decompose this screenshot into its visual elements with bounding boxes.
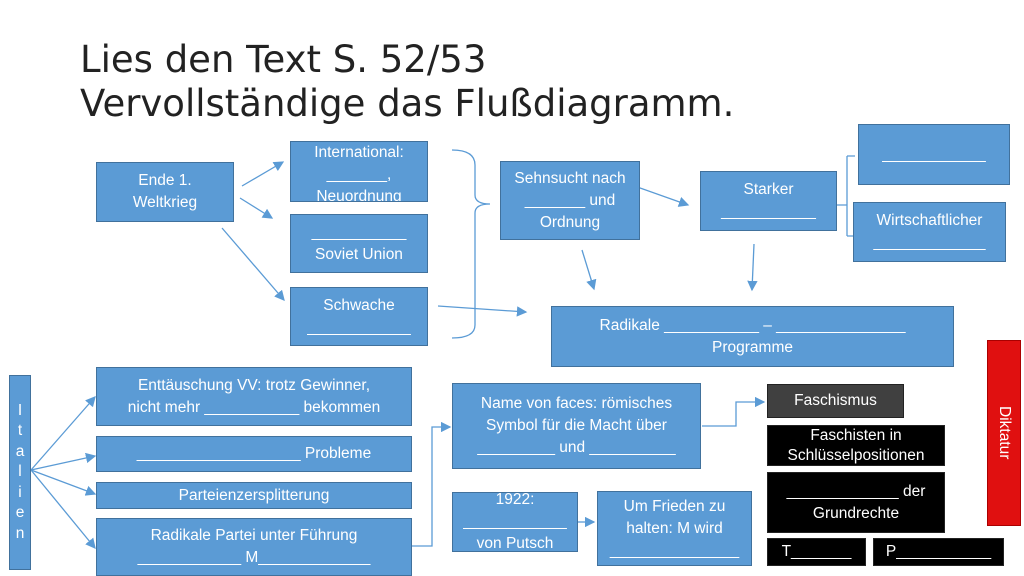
box-schwache: Schwache ____________: [290, 287, 428, 346]
italien-letter: I: [17, 401, 23, 419]
schwache-line-1: Schwache: [323, 296, 395, 314]
ende-line-1: Ende 1.: [138, 172, 192, 189]
box-p-blank: P___________: [873, 538, 1004, 566]
box-ende-weltkrieg: Ende 1. Weltkrieg: [96, 162, 234, 222]
putsch-line-1: 1922:: [495, 492, 535, 508]
sehnsucht-line-2: _______ und: [524, 191, 616, 209]
faschisten-line-1: Faschisten in: [810, 426, 902, 444]
blank-top-right-text: ____________: [882, 145, 986, 163]
italien-letter: t: [17, 422, 23, 440]
soviet-line-1: ___________: [311, 223, 407, 241]
arrow-italien-enttaeuschung: [30, 396, 96, 471]
box-soviet-union: ___________ Soviet Union: [290, 214, 428, 273]
box-enttaeuschung: Enttäuschung VV: trotz Gewinner, nicht m…: [96, 367, 412, 426]
italien-letter: i: [18, 483, 22, 501]
faces-line-3: _________ und __________: [477, 439, 676, 456]
arrow-ende-international: [241, 161, 285, 187]
parteien-text: Parteienzersplitterung: [178, 486, 330, 504]
starker-line-2: ___________: [721, 203, 816, 220]
arrow-faces-faschismus: [702, 396, 766, 427]
box-radikale-programme: Radikale ___________ – _______________ P…: [551, 306, 954, 367]
wirtschaftlicher-line-2: _____________: [873, 234, 986, 251]
box-faschismus: Faschismus: [767, 384, 904, 418]
arrow-italien-probleme: [30, 452, 97, 471]
putsch-line-3: von Putsch: [476, 535, 554, 552]
radikale-programme-line-2: Programme: [712, 338, 793, 356]
wirtschaftlicher-line-1: Wirtschaftlicher: [876, 212, 983, 229]
italien-letter: l: [18, 463, 22, 481]
box-probleme: ___________________ Probleme: [96, 436, 412, 472]
faschismus-text: Faschismus: [794, 392, 877, 409]
frieden-line-3: _______________: [609, 541, 740, 559]
sehnsucht-line-3: Ordnung: [539, 213, 601, 231]
box-faschisten: Faschisten in Schlüsselpositionen: [767, 425, 945, 466]
probleme-text: ___________________ Probleme: [136, 445, 372, 462]
p-blank-text: P___________: [885, 543, 992, 560]
enttaeuschung-line-2: nicht mehr ___________ bekommen: [127, 398, 381, 416]
faces-line-1: Name von faces: römisches: [480, 395, 673, 412]
grundrechte-line-2: Grundrechte: [812, 504, 900, 522]
box-putsch: 1922: ____________ von Putsch: [452, 492, 578, 552]
t-blank-text: T_______: [781, 543, 852, 560]
box-sehnsucht: Sehnsucht nach _______ und Ordnung: [500, 161, 640, 240]
arrow-italien-parteien: [30, 469, 97, 496]
sehnsucht-line-1: Sehnsucht nach: [514, 169, 626, 187]
page-title: Lies den Text S. 52/53 Vervollständige d…: [80, 38, 734, 126]
enttaeuschung-line-1: Enttäuschung VV: trotz Gewinner,: [137, 376, 371, 394]
arrow-schwache-radikale: [437, 305, 528, 317]
ende-line-2: Weltkrieg: [132, 194, 198, 211]
soviet-line-2: Soviet Union: [315, 245, 403, 263]
box-parteienzersplitterung: Parteienzersplitterung: [96, 482, 412, 509]
box-wirtschaftlicher: Wirtschaftlicher _____________: [853, 202, 1006, 262]
starker-line-1: Starker: [743, 181, 794, 198]
italien-letter: a: [15, 442, 25, 460]
grundrechte-line-1: _____________ der: [786, 482, 926, 500]
arrow-radikale-faces: [412, 421, 452, 547]
arrow-ende-soviet: [239, 197, 274, 219]
radikale-partei-line-2: ____________ M_____________: [137, 549, 371, 566]
schwache-line-2: ____________: [307, 318, 411, 336]
box-frieden: Um Frieden zu halten: M wird ___________…: [597, 491, 752, 566]
title-line-1: Lies den Text S. 52/53: [80, 38, 487, 81]
international-line-3: Neuordnung: [316, 188, 402, 202]
arrow-sehnsucht-radikale: [581, 249, 597, 291]
international-line-2: _______,: [326, 166, 392, 183]
bracket-group: [451, 149, 491, 339]
arrow-italien-radikale: [30, 469, 96, 550]
arrow-starker-radikale: [747, 243, 758, 292]
box-radikale-partei: Radikale Partei unter Führung __________…: [96, 518, 412, 576]
frieden-line-2: halten: M wird: [626, 519, 723, 537]
branch-starker: [837, 155, 855, 237]
italien-letter: e: [15, 504, 25, 522]
italien-letter: n: [15, 524, 25, 542]
box-international: International: _______, Neuordnung: [290, 141, 428, 202]
frieden-line-1: Um Frieden zu: [623, 497, 726, 515]
diktatur-text: Diktatur: [996, 406, 1013, 460]
box-italien: I t a l i e n: [9, 375, 31, 570]
box-name-faces: Name von faces: römisches Symbol für die…: [452, 383, 701, 469]
radikale-partei-line-1: Radikale Partei unter Führung: [150, 527, 358, 544]
faces-line-2: Symbol für die Macht über: [486, 417, 667, 434]
box-diktatur: Diktatur: [987, 340, 1021, 526]
radikale-programme-line-1: Radikale ___________ – _______________: [599, 316, 906, 334]
title-line-2: Vervollständige das Flußdiagramm.: [80, 82, 735, 125]
international-line-1: International:: [314, 144, 404, 161]
putsch-line-2: ____________: [463, 513, 567, 530]
faschisten-line-2: Schlüsselpositionen: [787, 446, 925, 464]
arrow-ende-schwache: [221, 227, 285, 301]
box-grundrechte: _____________ der Grundrechte: [767, 472, 945, 533]
box-blank-top-right: ____________: [858, 124, 1010, 185]
box-t-blank: T_______: [767, 538, 866, 566]
box-starker: Starker ___________: [700, 171, 837, 231]
